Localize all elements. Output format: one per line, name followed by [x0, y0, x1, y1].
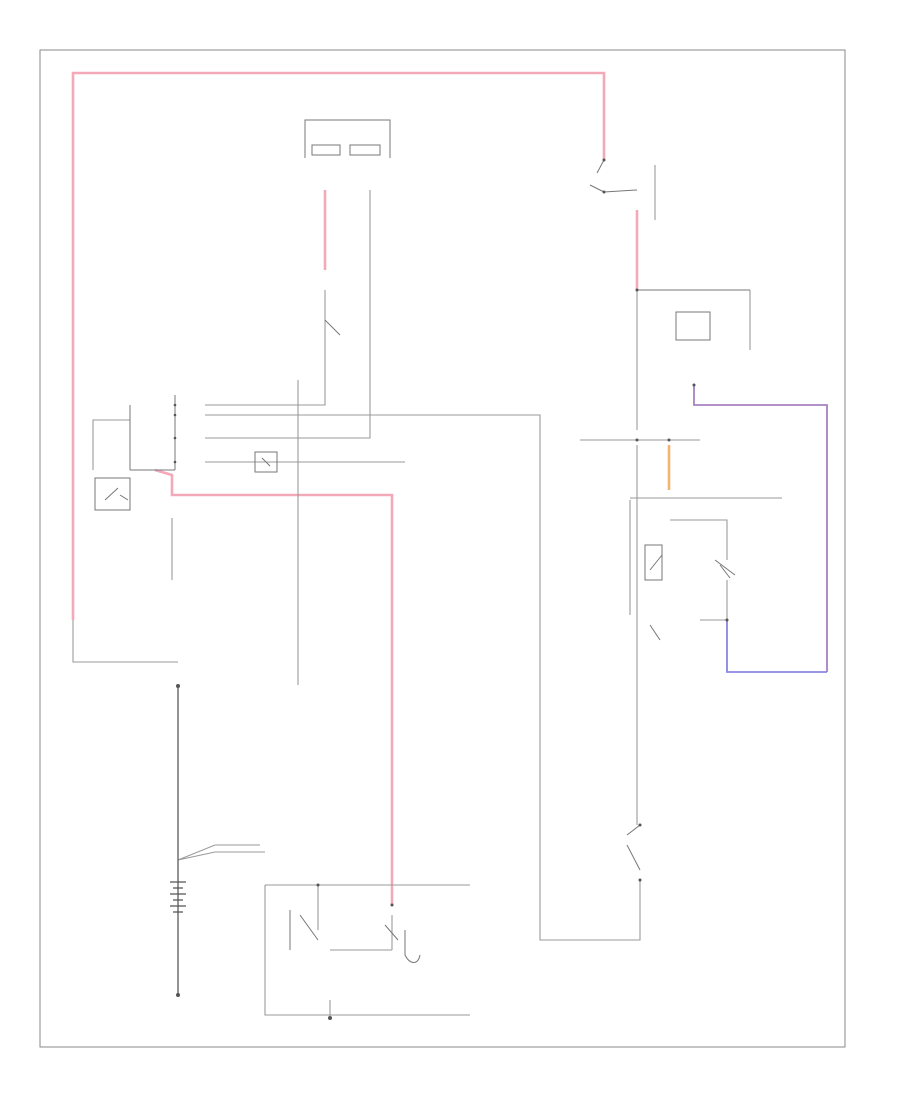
clutch-switch-module — [644, 544, 731, 641]
starter-relay-box — [94, 477, 131, 511]
gray-wire-mid-bus — [205, 414, 641, 941]
cluster-indicator-right — [349, 144, 381, 156]
relay-box-icon — [675, 311, 711, 341]
diode-icon — [254, 451, 278, 473]
cluster-indicator-left — [311, 144, 341, 156]
body-ground-node — [176, 993, 180, 997]
gray-wire-starter-inner — [317, 885, 393, 1018]
red-wire-top-loop — [71, 71, 606, 620]
diagram-border — [39, 49, 846, 1048]
gray-wire-cluster-left — [205, 290, 326, 406]
gray-wire-battery-branch — [177, 844, 265, 861]
gray-wire-clutch-down — [700, 580, 728, 621]
battery-icon — [170, 881, 186, 913]
gray-wire-clutch-top — [670, 519, 728, 560]
ignition-switch-icon — [589, 158, 638, 194]
starter-motor-icon — [289, 910, 421, 963]
gray-wire-left-top — [92, 419, 130, 470]
battery-top-node — [176, 684, 180, 688]
gray-wire-clutch-box — [629, 497, 782, 615]
blue-wire-right — [726, 620, 827, 673]
gray-wire-cluster-right — [205, 190, 371, 439]
violet-wire-right — [693, 385, 828, 672]
start-switch-icon — [626, 823, 642, 882]
connector-dots — [316, 288, 729, 907]
red-wire-starter — [154, 468, 394, 905]
gray-wire-starter-box — [264, 884, 470, 1016]
left-connector-block — [129, 395, 177, 471]
starter-ground-node — [328, 1016, 332, 1020]
starter-relay-switch — [104, 487, 129, 501]
cluster-switch-icon — [324, 319, 341, 336]
clutch-relay-switch-icon — [714, 559, 736, 576]
instrument-cluster-box — [304, 119, 391, 158]
gray-wire-left-bottom — [72, 620, 178, 663]
